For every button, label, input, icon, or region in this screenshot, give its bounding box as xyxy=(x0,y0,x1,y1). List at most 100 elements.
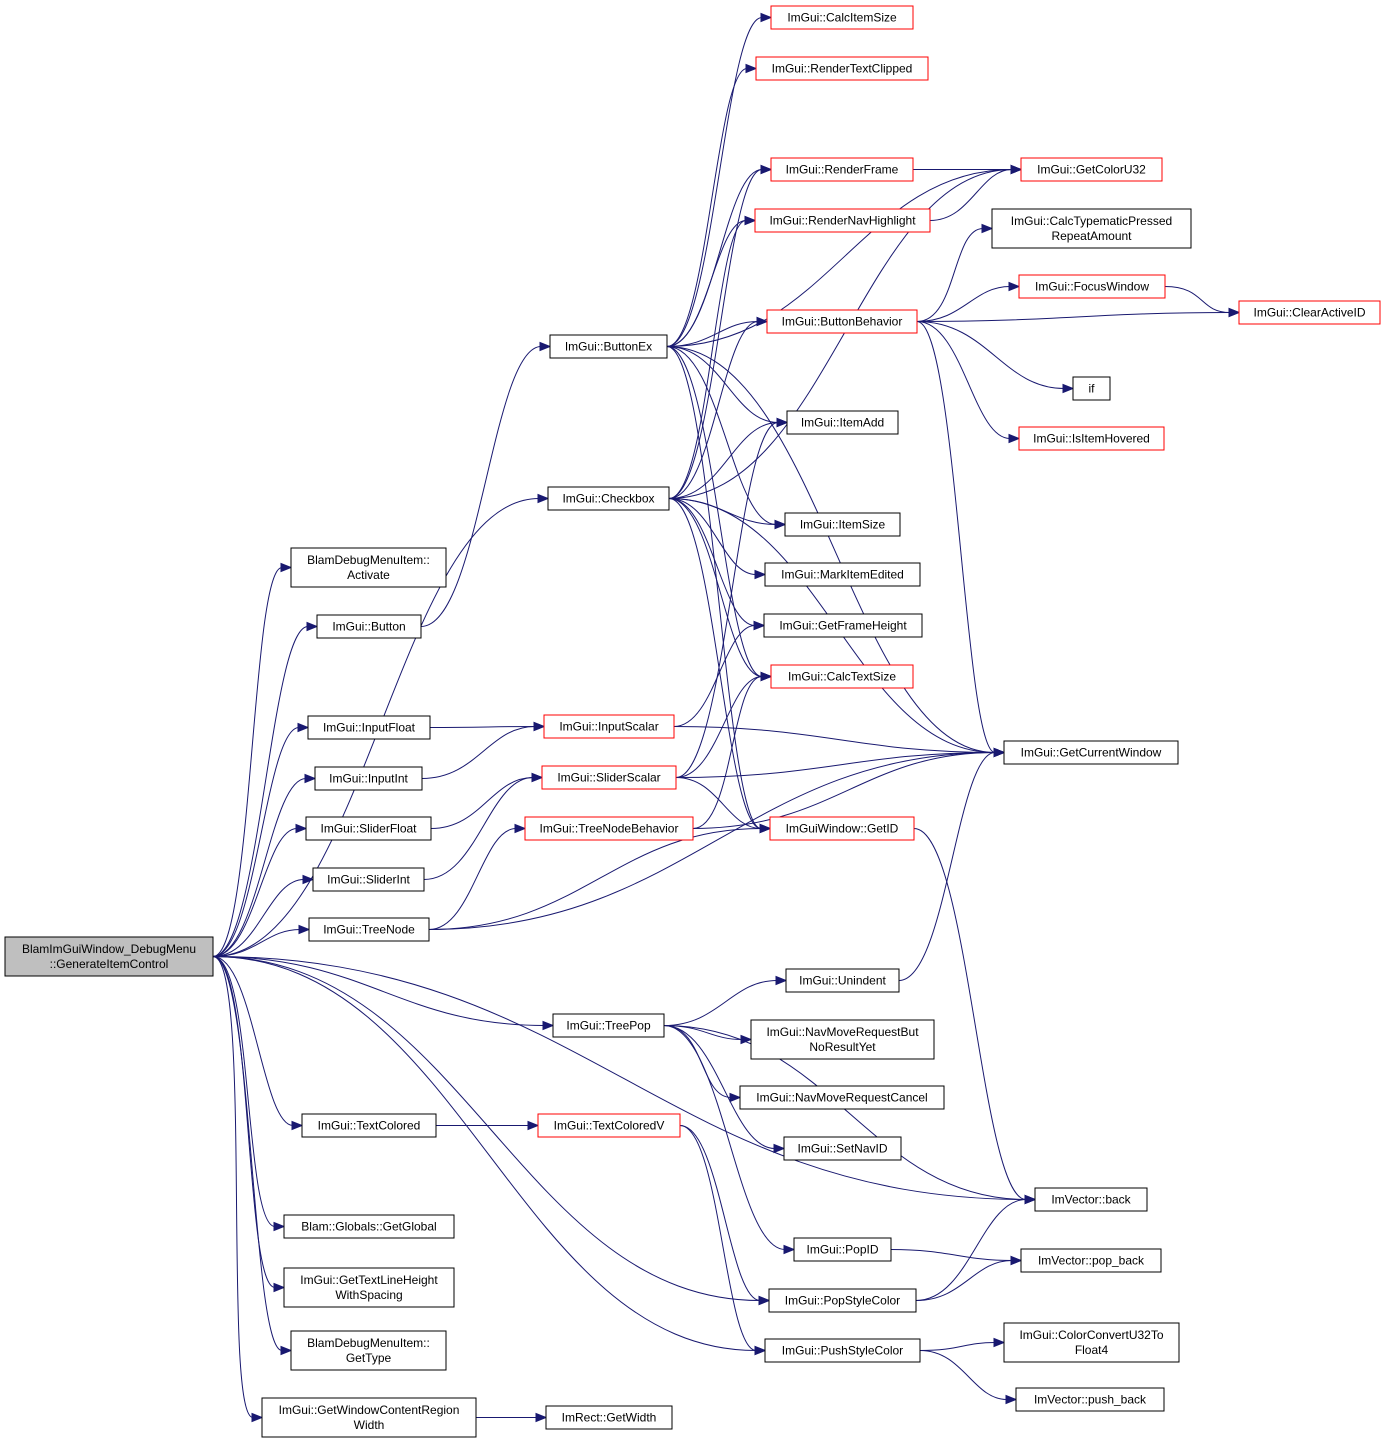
node-box-getwindowcontent[interactable] xyxy=(261,1397,477,1438)
node-box-vectorback[interactable] xyxy=(1034,1187,1148,1212)
node-box-vectorpushback[interactable] xyxy=(1015,1387,1165,1412)
node-box-textcoloredv[interactable] xyxy=(537,1113,681,1138)
node-renderframe[interactable]: ImGui::RenderFrame xyxy=(770,157,914,182)
node-pushstylecolor[interactable]: ImGui::PushStyleColor xyxy=(764,1338,921,1363)
node-box-calctypematic[interactable] xyxy=(991,208,1192,249)
node-markitemedited[interactable]: ImGui::MarkItemEdited xyxy=(764,562,921,587)
node-treenodebehavior[interactable]: ImGui::TreeNodeBehavior xyxy=(524,816,694,841)
node-box-isitemhovered[interactable] xyxy=(1018,426,1165,451)
node-treenode[interactable]: ImGui::TreeNode xyxy=(308,917,430,942)
node-popid[interactable]: ImGui::PopID xyxy=(793,1237,892,1262)
node-box-sliderint[interactable] xyxy=(312,867,425,892)
node-getcurrentwindow[interactable]: ImGui::GetCurrentWindow xyxy=(1003,740,1179,765)
node-box-rendertextclipped[interactable] xyxy=(755,56,929,81)
node-box-inputfloat[interactable] xyxy=(307,715,431,740)
node-rectgetwidth[interactable]: ImRect::GetWidth xyxy=(545,1405,673,1430)
node-box-vectorpopback[interactable] xyxy=(1020,1248,1162,1273)
node-activate[interactable]: BlamDebugMenuItem::Activate xyxy=(290,547,447,588)
node-box-button[interactable] xyxy=(316,614,422,639)
node-rendernavhighlight[interactable]: ImGui::RenderNavHighlight xyxy=(754,208,931,233)
node-box-focuswindow[interactable] xyxy=(1018,274,1166,299)
node-buttonex[interactable]: ImGui::ButtonEx xyxy=(549,334,668,359)
node-checkbox[interactable]: ImGui::Checkbox xyxy=(547,486,670,511)
node-box-textcolored[interactable] xyxy=(301,1113,437,1138)
node-inputint[interactable]: ImGui::InputInt xyxy=(314,766,423,791)
node-box-treepop[interactable] xyxy=(552,1013,665,1038)
node-box-rectgetwidth[interactable] xyxy=(545,1405,673,1430)
node-box-sliderscalar[interactable] xyxy=(541,765,677,790)
node-box-treenodebehavior[interactable] xyxy=(524,816,694,841)
node-button[interactable]: ImGui::Button xyxy=(316,614,422,639)
node-textcoloredv[interactable]: ImGui::TextColoredV xyxy=(537,1113,681,1138)
node-box-if[interactable] xyxy=(1072,376,1111,401)
node-box-colorconvert[interactable] xyxy=(1003,1322,1180,1363)
node-box-navmovebut[interactable] xyxy=(750,1019,935,1060)
node-itemsize[interactable]: ImGui::ItemSize xyxy=(784,512,901,537)
node-box-root[interactable] xyxy=(4,936,214,977)
node-vectorback[interactable]: ImVector::back xyxy=(1034,1187,1148,1212)
node-itemadd[interactable]: ImGui::ItemAdd xyxy=(786,410,899,435)
node-box-unindent[interactable] xyxy=(785,968,900,993)
node-textcolored[interactable]: ImGui::TextColored xyxy=(301,1113,437,1138)
node-box-calcitemsize[interactable] xyxy=(770,5,914,30)
node-getframeheight[interactable]: ImGui::GetFrameHeight xyxy=(763,613,923,638)
node-popstylecolor[interactable]: ImGui::PopStyleColor xyxy=(768,1288,917,1313)
node-box-activate[interactable] xyxy=(290,547,447,588)
node-box-navmovecancel[interactable] xyxy=(739,1085,945,1110)
node-box-itemadd[interactable] xyxy=(786,410,899,435)
node-calctextsize[interactable]: ImGui::CalcTextSize xyxy=(770,664,914,689)
node-box-getcoloru32[interactable] xyxy=(1020,157,1163,182)
node-sliderfloat[interactable]: ImGui::SliderFloat xyxy=(305,816,432,841)
node-box-treenode[interactable] xyxy=(308,917,430,942)
node-box-gettextlineheight[interactable] xyxy=(283,1267,455,1308)
node-treepop[interactable]: ImGui::TreePop xyxy=(552,1013,665,1038)
node-box-windowgetid[interactable] xyxy=(769,816,915,841)
node-buttonbehavior[interactable]: ImGui::ButtonBehavior xyxy=(766,309,918,334)
node-box-getglobal[interactable] xyxy=(283,1214,455,1239)
node-isitemhovered[interactable]: ImGui::IsItemHovered xyxy=(1018,426,1165,451)
node-box-markitemedited[interactable] xyxy=(764,562,921,587)
node-root[interactable]: BlamImGuiWindow_DebugMenu::GenerateItemC… xyxy=(4,936,214,977)
node-box-checkbox[interactable] xyxy=(547,486,670,511)
node-vectorpushback[interactable]: ImVector::push_back xyxy=(1015,1387,1165,1412)
node-box-popid[interactable] xyxy=(793,1237,892,1262)
node-inputfloat[interactable]: ImGui::InputFloat xyxy=(307,715,431,740)
node-box-setnavid[interactable] xyxy=(783,1136,902,1161)
node-box-clearactiveid[interactable] xyxy=(1238,300,1381,325)
node-box-calctextsize[interactable] xyxy=(770,664,914,689)
node-gettype[interactable]: BlamDebugMenuItem::GetType xyxy=(290,1330,447,1371)
node-navmovecancel[interactable]: ImGui::NavMoveRequestCancel xyxy=(739,1085,945,1110)
node-unindent[interactable]: ImGui::Unindent xyxy=(785,968,900,993)
node-box-inputint[interactable] xyxy=(314,766,423,791)
node-windowgetid[interactable]: ImGuiWindow::GetID xyxy=(769,816,915,841)
node-sliderscalar[interactable]: ImGui::SliderScalar xyxy=(541,765,677,790)
node-setnavid[interactable]: ImGui::SetNavID xyxy=(783,1136,902,1161)
node-focuswindow[interactable]: ImGui::FocusWindow xyxy=(1018,274,1166,299)
node-if[interactable]: if xyxy=(1072,376,1111,401)
node-box-popstylecolor[interactable] xyxy=(768,1288,917,1313)
node-box-gettype[interactable] xyxy=(290,1330,447,1371)
node-box-buttonex[interactable] xyxy=(549,334,668,359)
node-box-getcurrentwindow[interactable] xyxy=(1003,740,1179,765)
node-sliderint[interactable]: ImGui::SliderInt xyxy=(312,867,425,892)
node-box-sliderfloat[interactable] xyxy=(305,816,432,841)
node-vectorpopback[interactable]: ImVector::pop_back xyxy=(1020,1248,1162,1273)
node-box-inputscalar[interactable] xyxy=(543,714,675,739)
node-getglobal[interactable]: Blam::Globals::GetGlobal xyxy=(283,1214,455,1239)
node-clearactiveid[interactable]: ImGui::ClearActiveID xyxy=(1238,300,1381,325)
node-calcitemsize[interactable]: ImGui::CalcItemSize xyxy=(770,5,914,30)
node-rendertextclipped[interactable]: ImGui::RenderTextClipped xyxy=(755,56,929,81)
node-box-itemsize[interactable] xyxy=(784,512,901,537)
node-box-buttonbehavior[interactable] xyxy=(766,309,918,334)
node-box-rendernavhighlight[interactable] xyxy=(754,208,931,233)
node-box-renderframe[interactable] xyxy=(770,157,914,182)
node-inputscalar[interactable]: ImGui::InputScalar xyxy=(543,714,675,739)
node-getcoloru32[interactable]: ImGui::GetColorU32 xyxy=(1020,157,1163,182)
node-box-getframeheight[interactable] xyxy=(763,613,923,638)
node-box-pushstylecolor[interactable] xyxy=(764,1338,921,1363)
